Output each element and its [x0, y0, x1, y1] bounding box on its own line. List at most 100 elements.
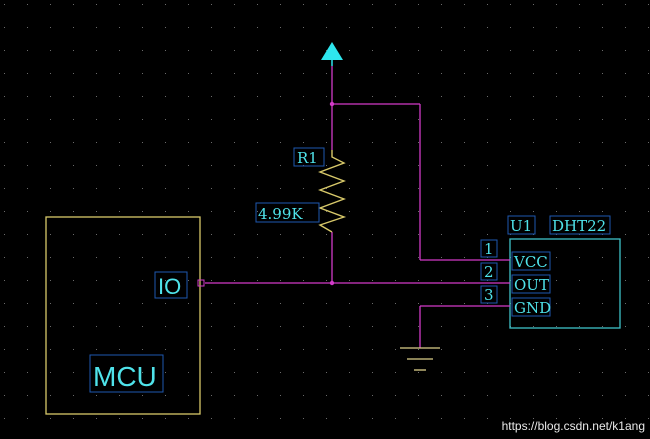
grid-dot — [96, 326, 97, 327]
grid-dot — [188, 96, 189, 97]
grid-dot — [464, 119, 465, 120]
mcu-pin-label-box — [154, 271, 188, 299]
grid-dot — [648, 257, 649, 258]
grid-dot — [211, 372, 212, 373]
grid-dot — [142, 27, 143, 28]
grid-dot — [142, 96, 143, 97]
grid-dot — [234, 234, 235, 235]
grid-dot — [165, 119, 166, 120]
grid-dot — [234, 50, 235, 51]
grid-dot — [648, 50, 649, 51]
sensor-pin1-name-box — [511, 251, 551, 271]
grid-dot — [395, 50, 396, 51]
grid-dot — [73, 326, 74, 327]
grid-dot — [119, 280, 120, 281]
grid-dot — [257, 257, 258, 258]
grid-dot — [303, 303, 304, 304]
grid-dot — [73, 73, 74, 74]
grid-dot — [142, 50, 143, 51]
grid-dot — [50, 50, 51, 51]
grid-dot — [648, 165, 649, 166]
grid-dot — [510, 119, 511, 120]
grid-dot — [625, 418, 626, 419]
grid-dot — [4, 326, 5, 327]
grid-dot — [487, 188, 488, 189]
grid-dot — [602, 326, 603, 327]
grid-dot — [27, 119, 28, 120]
grid-dot — [579, 372, 580, 373]
grid-dot — [418, 50, 419, 51]
grid-dot — [441, 349, 442, 350]
grid-dot — [73, 165, 74, 166]
grid-dot — [280, 349, 281, 350]
grid-dot — [625, 234, 626, 235]
watermark-text: https://blog.csdn.net/k1ang — [502, 419, 645, 433]
grid-dot — [280, 50, 281, 51]
grid-dot — [441, 73, 442, 74]
grid-dot — [464, 418, 465, 419]
grid-dot — [602, 27, 603, 28]
grid-dot — [533, 96, 534, 97]
grid-dot — [142, 395, 143, 396]
grid-dot — [395, 27, 396, 28]
grid-dot — [602, 303, 603, 304]
grid-dot — [487, 395, 488, 396]
grid-dot — [487, 326, 488, 327]
grid-dot — [4, 349, 5, 350]
grid-dot — [464, 188, 465, 189]
grid-dot — [119, 418, 120, 419]
grid-dot — [556, 257, 557, 258]
grid-dot — [234, 119, 235, 120]
grid-dot — [533, 73, 534, 74]
grid-dot — [303, 188, 304, 189]
grid-dot — [349, 211, 350, 212]
grid-dot — [188, 142, 189, 143]
grid-dot — [487, 73, 488, 74]
grid-dot — [625, 73, 626, 74]
grid-dot — [464, 303, 465, 304]
grid-dot — [648, 73, 649, 74]
grid-dot — [326, 418, 327, 419]
grid-dot — [556, 280, 557, 281]
grid-dot — [188, 395, 189, 396]
grid-dot — [27, 27, 28, 28]
grid-dot — [556, 96, 557, 97]
grid-dot — [142, 188, 143, 189]
grid-dot — [257, 395, 258, 396]
grid-dot — [648, 303, 649, 304]
grid-dot — [625, 4, 626, 5]
grid-dot — [441, 326, 442, 327]
grid-dot — [464, 211, 465, 212]
grid-dot — [257, 211, 258, 212]
grid-dot — [441, 119, 442, 120]
grid-dot — [648, 326, 649, 327]
grid-dot — [625, 303, 626, 304]
grid-dot — [280, 234, 281, 235]
grid-dot — [464, 50, 465, 51]
grid-dot — [96, 119, 97, 120]
grid-dot — [257, 280, 258, 281]
grid-dot — [303, 372, 304, 373]
grid-dot — [556, 142, 557, 143]
grid-dot — [533, 188, 534, 189]
grid-dot — [96, 372, 97, 373]
grid-dot — [533, 349, 534, 350]
grid-dot — [96, 188, 97, 189]
grid-dot — [510, 211, 511, 212]
sensor-pin2-number-box — [480, 262, 498, 281]
grid-dot — [510, 73, 511, 74]
grid-dot — [349, 257, 350, 258]
grid-dot — [73, 119, 74, 120]
grid-dot — [73, 349, 74, 350]
grid-dot — [487, 372, 488, 373]
grid-dot — [165, 4, 166, 5]
grid-dot — [119, 27, 120, 28]
grid-dot — [211, 211, 212, 212]
grid-dot — [165, 142, 166, 143]
grid-dot — [556, 165, 557, 166]
grid-dot — [50, 303, 51, 304]
grid-dot — [165, 257, 166, 258]
grid-dot — [27, 303, 28, 304]
grid-dot — [533, 418, 534, 419]
